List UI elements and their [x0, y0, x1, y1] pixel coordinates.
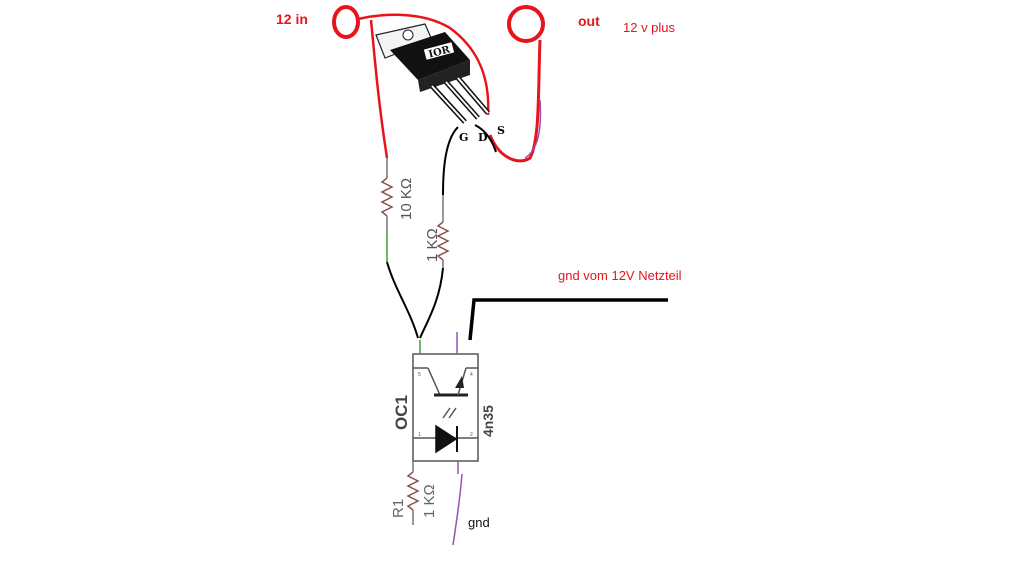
- purple-wire: [524, 99, 542, 159]
- ground-wire: [468, 298, 668, 341]
- input-circle: [332, 5, 360, 39]
- resistor-1k-label: 1 KΩ: [424, 228, 441, 262]
- optocoupler: [406, 332, 479, 546]
- ground-label: gnd: [468, 515, 490, 530]
- red-wiring: [332, 5, 545, 163]
- ground-note: gnd vom 12V Netzteil: [558, 268, 682, 283]
- opto-pin2: 2: [470, 432, 473, 438]
- output-circle: [507, 5, 545, 43]
- mosfet-to220: [375, 23, 490, 124]
- opto-name-label: OC1: [392, 395, 411, 430]
- resistor-10k-label: 10 KΩ: [398, 178, 415, 220]
- input-label: 12 in: [276, 11, 308, 27]
- output-note: 12 v plus: [623, 20, 676, 35]
- resistor-to-opto-wire: [386, 261, 419, 339]
- opto-part-label: 4n35: [480, 405, 496, 437]
- pin-g-label: G: [459, 131, 468, 144]
- pin-d-label: D: [478, 131, 488, 144]
- pin-s-label: S: [497, 124, 505, 137]
- black-wiring: [386, 124, 668, 341]
- source-to-output-wire: [488, 39, 542, 163]
- gate-wire: [442, 126, 459, 196]
- opto-pin4: 4: [470, 372, 473, 378]
- resistor-1k-gate: [436, 195, 450, 268]
- input-to-resistor-wire: [369, 19, 389, 159]
- brand-label-box: [422, 40, 456, 62]
- resistor-10k: [380, 158, 394, 262]
- output-label: out: [578, 13, 600, 29]
- gate-res-to-opto-wire: [419, 267, 444, 339]
- opto-pin5: 5: [418, 372, 421, 378]
- input-to-drain-wire: [357, 13, 490, 116]
- r1-name-label: R1: [390, 499, 407, 518]
- drain-wire: [474, 124, 497, 153]
- r1-value-label: 1 KΩ: [421, 484, 438, 518]
- opto-pin1: 1: [418, 432, 421, 438]
